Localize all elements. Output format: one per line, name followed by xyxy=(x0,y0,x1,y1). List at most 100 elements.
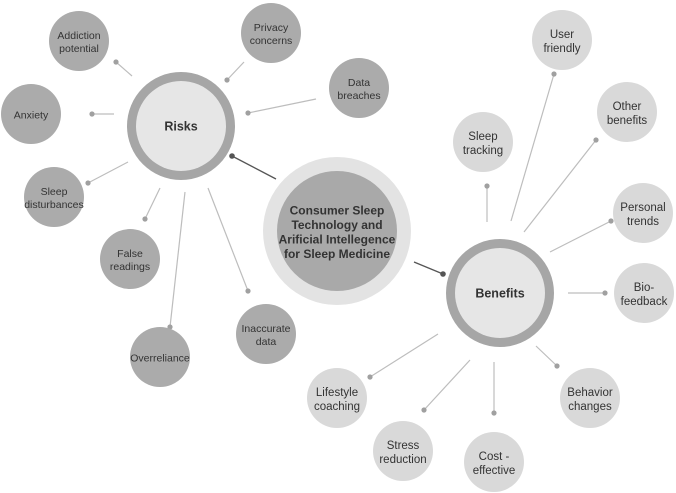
center-node-label-line: Technology and xyxy=(291,218,382,232)
inaccurate-data-connector-dot xyxy=(245,288,251,294)
benefit-label-stress-reduction: Stress reduction xyxy=(379,440,426,466)
benefit-label-personal-trends-line: trends xyxy=(627,216,659,228)
risk-node-anxiety xyxy=(1,84,61,144)
behavior-changes-connector-dot xyxy=(554,363,560,369)
benefit-label-user-friendly-line: friendly xyxy=(543,43,580,55)
benefits-hub-label: Benefits xyxy=(475,287,524,301)
cost-effective-connector-dot xyxy=(491,410,497,416)
risk-label-overreliance-line: Overreliance xyxy=(130,353,190,365)
risk-node-data-breaches xyxy=(329,58,389,118)
connector-lines xyxy=(85,59,614,416)
benefit-node-lifestyle-coaching xyxy=(307,368,367,428)
benefit-node-stress-reduction xyxy=(373,421,433,481)
center-to-benefits-link xyxy=(413,261,444,275)
lifestyle-coaching-connector-dot xyxy=(367,374,373,380)
sleep-tracking-connector-dot xyxy=(484,183,490,189)
addiction-potential-connector-dot xyxy=(113,59,119,65)
benefit-label-lifestyle-coaching-line: coaching xyxy=(314,401,360,413)
benefit-label-lifestyle-coaching-line: Lifestyle xyxy=(316,387,358,399)
stress-reduction-connector xyxy=(423,359,471,411)
benefit-node-cost-effective xyxy=(464,432,524,492)
risk-label-addiction-potential-line: potential xyxy=(59,43,99,55)
benefit-label-stress-reduction-line: reduction xyxy=(379,454,426,466)
benefit-node-other-benefits xyxy=(597,82,657,142)
sleep-disturbances-connector-dot xyxy=(85,180,91,186)
risk-label-sleep-disturbances-line: Sleep xyxy=(41,186,68,198)
bio-feedback-connector-dot xyxy=(602,290,608,296)
risk-node-false-readings xyxy=(100,229,160,289)
risk-label-privacy-concerns-line: Privacy xyxy=(254,22,289,34)
center-node-label-line: for Sleep Medicine xyxy=(284,247,390,261)
benefit-node-behavior-changes xyxy=(560,368,620,428)
risk-label-inaccurate-data-line: Inaccurate xyxy=(241,323,290,335)
behavior-changes-connector xyxy=(535,345,558,367)
risk-label-addiction-potential-line: Addiction xyxy=(57,30,100,42)
personal-trends-connector xyxy=(549,220,612,253)
inaccurate-data-connector xyxy=(207,187,249,292)
benefit-label-user-friendly-line: User xyxy=(550,29,574,41)
benefit-node-sleep-tracking xyxy=(453,112,513,172)
risk-label-data-breaches-line: breaches xyxy=(337,90,380,102)
benefit-label-user-friendly: User friendly xyxy=(543,29,580,55)
center-node-label-line: Arificial Intellegence xyxy=(279,232,396,246)
center-node-label-line: Consumer Sleep xyxy=(290,203,385,217)
benefit-label-cost-effective: Cost - effective xyxy=(473,451,516,477)
risks-to-center-link xyxy=(231,155,277,180)
lifestyle-coaching-connector xyxy=(369,333,439,378)
risks-hub-label: Risks xyxy=(164,120,197,134)
risk-node-sleep-disturbances xyxy=(24,167,84,227)
benefit-node-user-friendly xyxy=(532,10,592,70)
risk-label-privacy-concerns-line: concerns xyxy=(250,35,293,47)
risks-link-dot xyxy=(229,153,235,159)
risk-label-false-readings-line: False xyxy=(117,248,143,260)
other-benefits-connector-dot xyxy=(593,137,599,143)
false-readings-connector-dot xyxy=(142,216,148,222)
risk-label-sleep-disturbances-line: disturbances xyxy=(24,199,84,211)
benefit-label-bio-feedback-line: Bio- xyxy=(634,282,655,294)
data-breaches-connector-dot xyxy=(245,110,251,116)
risk-nodes xyxy=(1,3,389,387)
benefit-label-behavior-changes-line: Behavior xyxy=(567,387,613,399)
risk-label-anxiety-line: Anxiety xyxy=(14,110,49,122)
false-readings-connector xyxy=(144,187,161,220)
user-friendly-connector xyxy=(510,73,555,222)
benefit-label-bio-feedback-line: feedback xyxy=(621,296,668,308)
data-breaches-connector xyxy=(247,98,317,114)
benefit-nodes xyxy=(307,10,674,492)
sleep-disturbances-connector xyxy=(87,161,129,184)
benefit-label-cost-effective-line: Cost - xyxy=(479,451,510,463)
center-node xyxy=(277,171,397,291)
benefit-node-bio-feedback xyxy=(614,263,674,323)
risk-label-inaccurate-data-line: data xyxy=(256,336,277,348)
user-friendly-connector-dot xyxy=(551,71,557,77)
benefit-label-bio-feedback: Bio-feedback xyxy=(621,282,668,308)
risk-label-anxiety: Anxiety xyxy=(14,110,49,122)
benefits-link-dot xyxy=(440,271,446,277)
risk-label-overreliance: Overreliance xyxy=(130,353,190,365)
benefit-label-cost-effective-line: effective xyxy=(473,465,516,477)
risk-node-overreliance xyxy=(130,327,190,387)
benefit-label-personal-trends-line: Personal xyxy=(620,202,665,214)
anxiety-connector-dot xyxy=(89,111,95,117)
risk-node-addiction-potential xyxy=(49,11,109,71)
benefit-label-sleep-tracking-line: tracking xyxy=(463,145,503,157)
risk-label-false-readings-line: readings xyxy=(110,261,150,273)
overreliance-connector xyxy=(169,191,186,328)
risk-node-privacy-concerns xyxy=(241,3,301,63)
addiction-potential-connector xyxy=(115,61,133,77)
benefits-hub xyxy=(455,248,545,338)
benefit-label-other-benefits-line: Other xyxy=(613,101,642,113)
risks-hub xyxy=(136,81,226,171)
benefit-label-stress-reduction-line: Stress xyxy=(387,440,420,452)
